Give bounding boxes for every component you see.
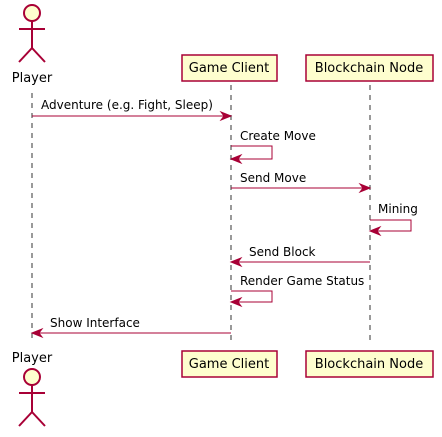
blockchain-node-box-top: Blockchain Node bbox=[305, 54, 434, 82]
message-label-render-game-status: Render Game Status bbox=[240, 274, 364, 288]
player-label-bottom: Player bbox=[12, 351, 53, 366]
arrowhead-send-move bbox=[358, 182, 372, 194]
game-client-box-top: Game Client bbox=[181, 54, 278, 82]
blockchain-node-label-top: Blockchain Node bbox=[315, 61, 423, 76]
message-label-create-move: Create Move bbox=[240, 129, 316, 143]
arrowhead-mining bbox=[368, 225, 382, 237]
player-actor-top bbox=[18, 4, 46, 63]
message-label-send-block: Send Block bbox=[249, 245, 316, 259]
player-actor-bottom bbox=[18, 368, 46, 427]
message-arrow-render-game-status bbox=[231, 290, 273, 303]
player-label-top: Player bbox=[12, 71, 53, 86]
arrowhead-create-move bbox=[229, 153, 243, 165]
message-arrow-create-move bbox=[231, 145, 273, 160]
message-label-mining: Mining bbox=[378, 202, 418, 216]
blockchain-node-label-bottom: Blockchain Node bbox=[315, 357, 423, 372]
game-client-box-bottom: Game Client bbox=[181, 350, 278, 378]
message-arrow-mining bbox=[370, 219, 412, 232]
game-client-label-top: Game Client bbox=[189, 61, 269, 76]
arrowhead-show-interface bbox=[30, 327, 44, 339]
game-client-label-bottom: Game Client bbox=[189, 357, 269, 372]
arrowhead-render-game-status bbox=[229, 296, 243, 308]
message-label-adventure: Adventure (e.g. Fight, Sleep) bbox=[41, 98, 213, 112]
message-label-show-interface: Show Interface bbox=[50, 316, 140, 330]
arrowhead-send-block bbox=[229, 256, 243, 268]
blockchain-node-box-bottom: Blockchain Node bbox=[305, 350, 434, 378]
message-label-send-move: Send Move bbox=[240, 171, 306, 185]
arrowhead-adventure bbox=[219, 110, 233, 122]
